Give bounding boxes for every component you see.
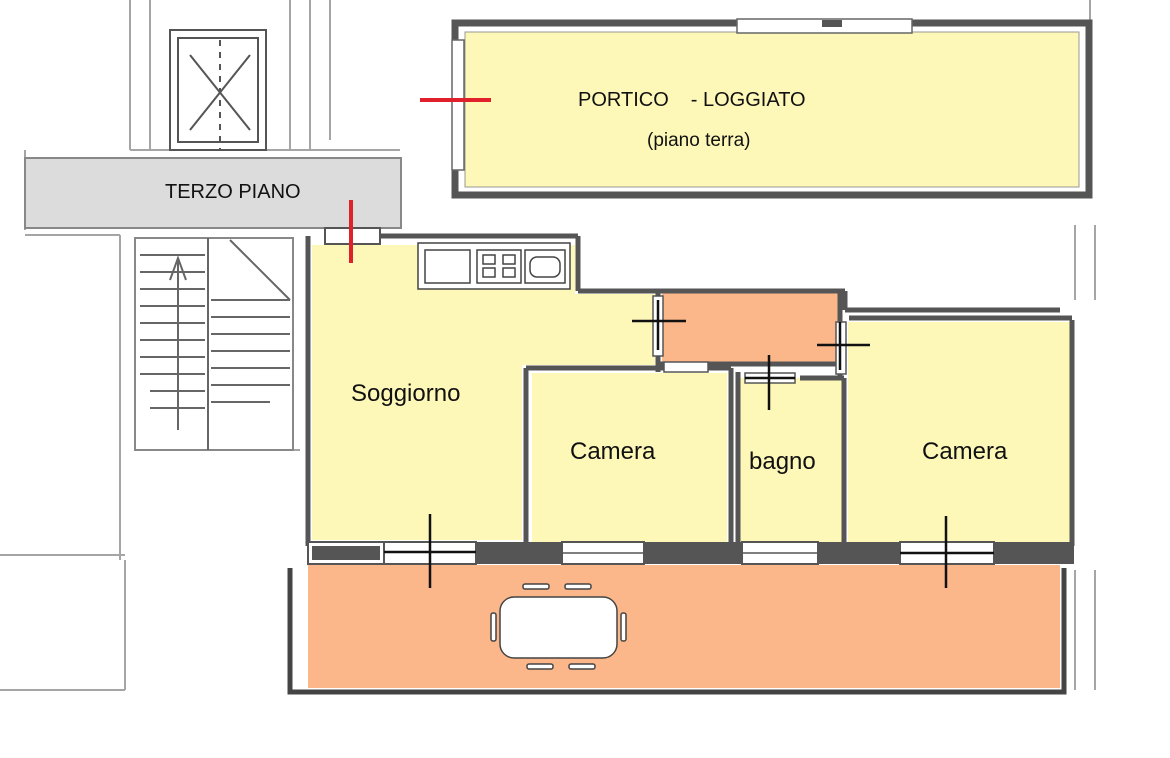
- entry-markers: [349, 98, 491, 263]
- room-bagno: [740, 378, 842, 543]
- camera-1-label: Camera: [570, 438, 656, 465]
- camera-2-label: Camera: [922, 438, 1008, 465]
- staircase: [134, 237, 294, 451]
- piano-terra-label: (piano terra): [647, 130, 751, 151]
- door-markers: [384, 300, 994, 588]
- elevator-shaft: [169, 29, 267, 151]
- terzo-piano-label: TERZO PIANO: [165, 181, 301, 203]
- dining-table: [490, 583, 627, 670]
- room-soggiorno: [312, 245, 655, 540]
- room-camera-2: [848, 322, 1070, 543]
- soggiorno-label: Soggiorno: [351, 380, 461, 407]
- room-disimpegno: [662, 292, 840, 364]
- portico-word: PORTICO: [578, 89, 669, 111]
- loggiato-word: - LOGGIATO: [690, 89, 806, 111]
- portico-loggiato: [451, 18, 1093, 199]
- kitchen-counter: [417, 242, 571, 290]
- terrace-wall: [287, 568, 1067, 695]
- portico-label: PORTICO - LOGGIATO: [578, 90, 806, 110]
- room-camera-1: [532, 373, 727, 543]
- south-facade: [307, 541, 1074, 565]
- terrace: [308, 565, 1060, 688]
- bagno-label: bagno: [749, 448, 816, 475]
- landing-terzo-piano: [24, 157, 402, 229]
- room-fills: [312, 245, 1070, 543]
